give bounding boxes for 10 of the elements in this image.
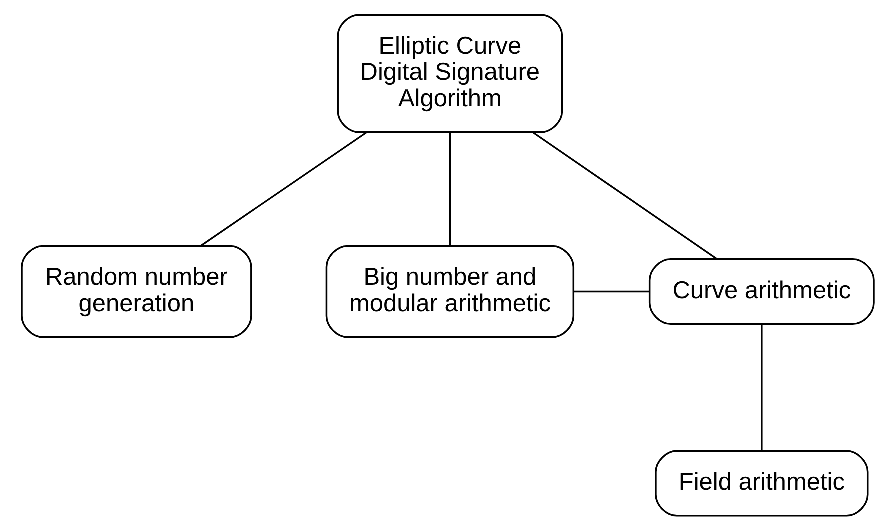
connector	[448, 132, 451, 246]
connector	[760, 324, 762, 451]
connector	[200, 132, 367, 247]
node-box: Field arithmetic	[654, 450, 868, 517]
node-box: Big number and modular arithmetic	[325, 245, 574, 338]
connector	[573, 290, 649, 293]
node-box: Curve arithmetic	[648, 258, 874, 326]
node-box: Random number generation	[20, 245, 252, 338]
connector	[532, 132, 718, 260]
node-box: Elliptic Curve Digital Signature Algorithm	[336, 14, 563, 134]
